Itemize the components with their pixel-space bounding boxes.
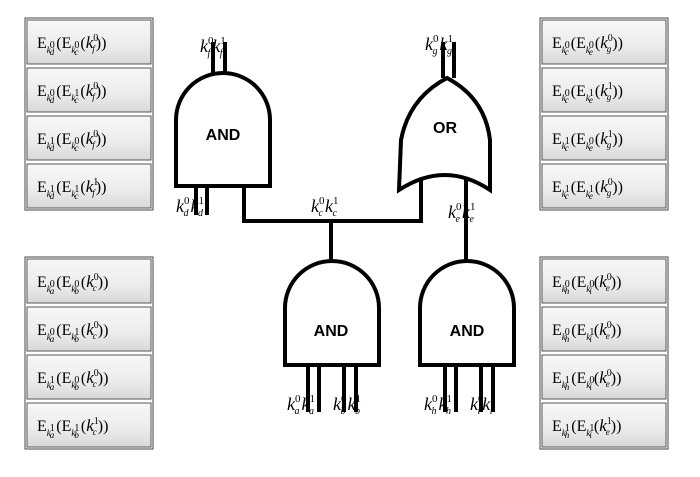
wires <box>194 42 495 412</box>
table-cell <box>541 354 667 400</box>
table-cell <box>541 163 667 209</box>
table-cell <box>26 19 152 65</box>
table-frame <box>539 256 669 450</box>
and-gate-shape <box>174 71 272 188</box>
gate-label: OR <box>433 120 457 137</box>
table-cell <box>541 67 667 113</box>
gate-and-bottom-right: AND <box>418 259 516 367</box>
table-cell <box>26 402 152 448</box>
gate-and-bottom-middle: AND <box>283 259 381 367</box>
table-cell <box>541 19 667 65</box>
table-cell <box>26 163 152 209</box>
gate-or-top-right: OR <box>396 75 492 194</box>
table-frame <box>24 256 154 450</box>
table-cell <box>541 115 667 161</box>
gate-label: AND <box>206 127 241 144</box>
and-gate-shape <box>283 259 381 367</box>
table-frame <box>24 17 154 211</box>
table-frame <box>539 17 669 211</box>
gate-label: AND <box>314 323 349 340</box>
table-cell <box>26 306 152 352</box>
table-cell <box>541 306 667 352</box>
table-cell <box>541 258 667 304</box>
table-cell <box>541 402 667 448</box>
table-cell <box>26 67 152 113</box>
table-cell <box>26 354 152 400</box>
gate-and-top-left: AND <box>174 71 272 188</box>
and-gate-shape <box>418 259 516 367</box>
table-cell <box>26 258 152 304</box>
or-gate-shape <box>396 75 492 194</box>
gate-label: AND <box>450 323 485 340</box>
table-cell <box>26 115 152 161</box>
